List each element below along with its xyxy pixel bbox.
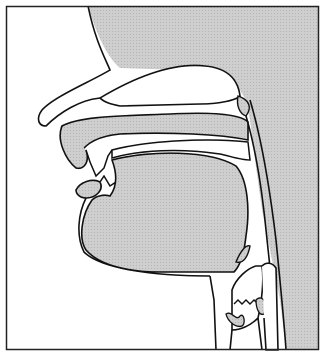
lower-lip bbox=[76, 180, 101, 198]
nasal-cavity bbox=[100, 65, 240, 106]
tongue bbox=[82, 153, 248, 272]
upper-teeth bbox=[86, 150, 112, 176]
esophagus bbox=[262, 263, 278, 350]
neck-front bbox=[210, 276, 216, 350]
